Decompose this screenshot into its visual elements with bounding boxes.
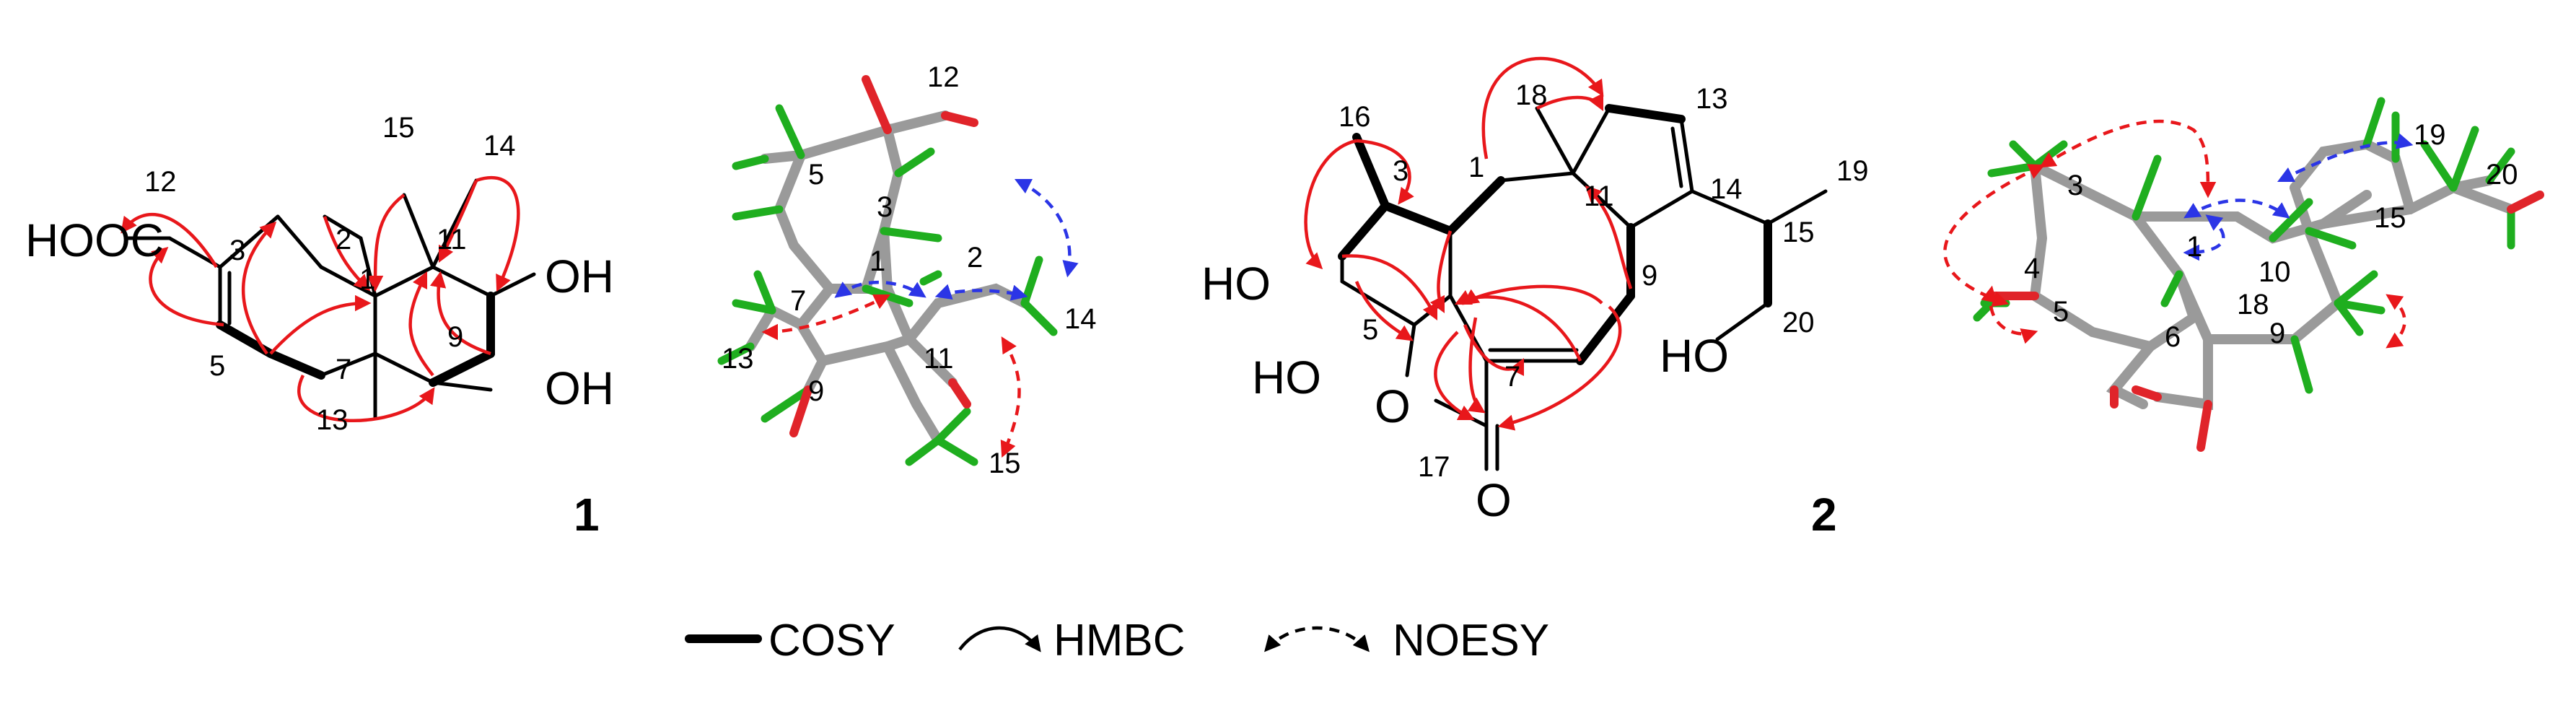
m1-num-14: 14 (1064, 303, 1097, 335)
c1-num-9: 9 (447, 321, 463, 353)
m1-num-13: 13 (722, 343, 754, 375)
model-1-noesy (761, 178, 1079, 458)
compound-2-structure: HO HO O O HO 16 3 1 18 11 13 14 19 15 20… (1201, 56, 1869, 541)
compound-2-id: 2 (1811, 489, 1837, 541)
carbonyl-o-label: O (1476, 474, 1512, 526)
c2-num-15: 15 (1782, 217, 1815, 248)
m2-num-10: 10 (2259, 256, 2291, 288)
c1-num-2: 2 (336, 224, 351, 256)
model-2-oxygen-sticks (1987, 191, 2544, 452)
m1-num-5: 5 (808, 159, 824, 191)
m1-num-2: 2 (967, 242, 983, 274)
compound-1-hmbc-arrows (121, 175, 520, 422)
m2-num-3: 3 (2067, 170, 2083, 201)
c2-num-3: 3 (1393, 155, 1409, 187)
c1-num-7: 7 (336, 354, 351, 385)
model-1-oxygen-sticks (789, 75, 978, 437)
ho-top-label: HO (1201, 258, 1271, 310)
c1-num-14: 14 (483, 130, 516, 162)
m2-num-18: 18 (2237, 289, 2269, 320)
legend-noesy-swatch (1264, 626, 1370, 652)
m1-num-7: 7 (790, 285, 806, 317)
c2-num-11: 11 (1584, 180, 1614, 212)
m1-num-9: 9 (808, 375, 824, 407)
m2-num-19: 19 (2414, 119, 2446, 151)
m1-num-1: 1 (869, 245, 885, 277)
legend-cosy-label: COSY (768, 616, 895, 665)
model-1-carbon-sticks (745, 110, 1030, 445)
oh-bottom-label: OH (545, 362, 614, 414)
compound-2-3d-model: 3 1 19 15 20 10 4 5 6 18 9 (1943, 97, 2544, 452)
model-2-noesy (1943, 119, 2414, 349)
m2-num-6: 6 (2165, 321, 2181, 353)
legend-noesy-label: NOESY (1393, 616, 1549, 665)
compound-2-bonds (1338, 104, 1828, 471)
c1-num-11: 11 (437, 224, 467, 256)
m2-num-15: 15 (2374, 202, 2406, 234)
m1-num-12: 12 (927, 61, 960, 93)
c2-num-20: 20 (1782, 307, 1815, 339)
model-1-hydrogen-sticks (717, 104, 1058, 466)
legend: COSY HMBC NOESY (685, 616, 1549, 665)
m2-num-20: 20 (2486, 159, 2518, 191)
oh-top-label: OH (545, 250, 614, 302)
compound-2-hmbc-arrows (1304, 56, 1633, 431)
c1-num-1: 1 (359, 263, 375, 295)
c2-num-16: 16 (1339, 101, 1371, 133)
c2-num-19: 19 (1836, 155, 1869, 187)
c2-num-1: 1 (1468, 152, 1484, 183)
c1-num-13: 13 (316, 404, 349, 436)
c1-num-5: 5 (209, 350, 225, 382)
c2-num-14: 14 (1710, 173, 1743, 205)
c2-num-17: 17 (1418, 451, 1450, 483)
m1-num-3: 3 (877, 191, 893, 223)
c2-num-13: 13 (1696, 83, 1728, 115)
c2-num-9: 9 (1642, 260, 1657, 292)
compound-1-bonds (124, 178, 536, 421)
m2-num-4: 4 (2024, 253, 2040, 284)
c1-num-15: 15 (382, 112, 415, 144)
c1-num-12: 12 (144, 166, 177, 198)
m2-num-5: 5 (2053, 296, 2069, 328)
ho-side-label: HO (1660, 330, 1729, 382)
c2-num-7: 7 (1504, 361, 1520, 393)
m1-num-15: 15 (989, 447, 1021, 479)
ring-o-label: O (1375, 380, 1411, 432)
m2-num-1: 1 (2186, 231, 2202, 263)
compound-1-id: 1 (574, 489, 600, 541)
c1-num-3: 3 (229, 235, 245, 266)
compound-1-3d-model: 12 5 3 1 2 7 13 9 11 14 15 (717, 61, 1097, 479)
m1-num-11: 11 (924, 343, 954, 375)
legend-hmbc-label: HMBC (1053, 616, 1186, 665)
c2-num-18: 18 (1515, 79, 1548, 111)
legend-hmbc-swatch (958, 626, 1041, 652)
compound-1-structure: HOOC OH OH 12 3 2 1 15 14 11 9 5 7 13 1 (25, 112, 614, 541)
ho-bottom-label: HO (1252, 352, 1321, 403)
hooc-label: HOOC (25, 214, 164, 266)
c2-num-5: 5 (1362, 314, 1378, 346)
m2-num-9: 9 (2269, 318, 2285, 349)
